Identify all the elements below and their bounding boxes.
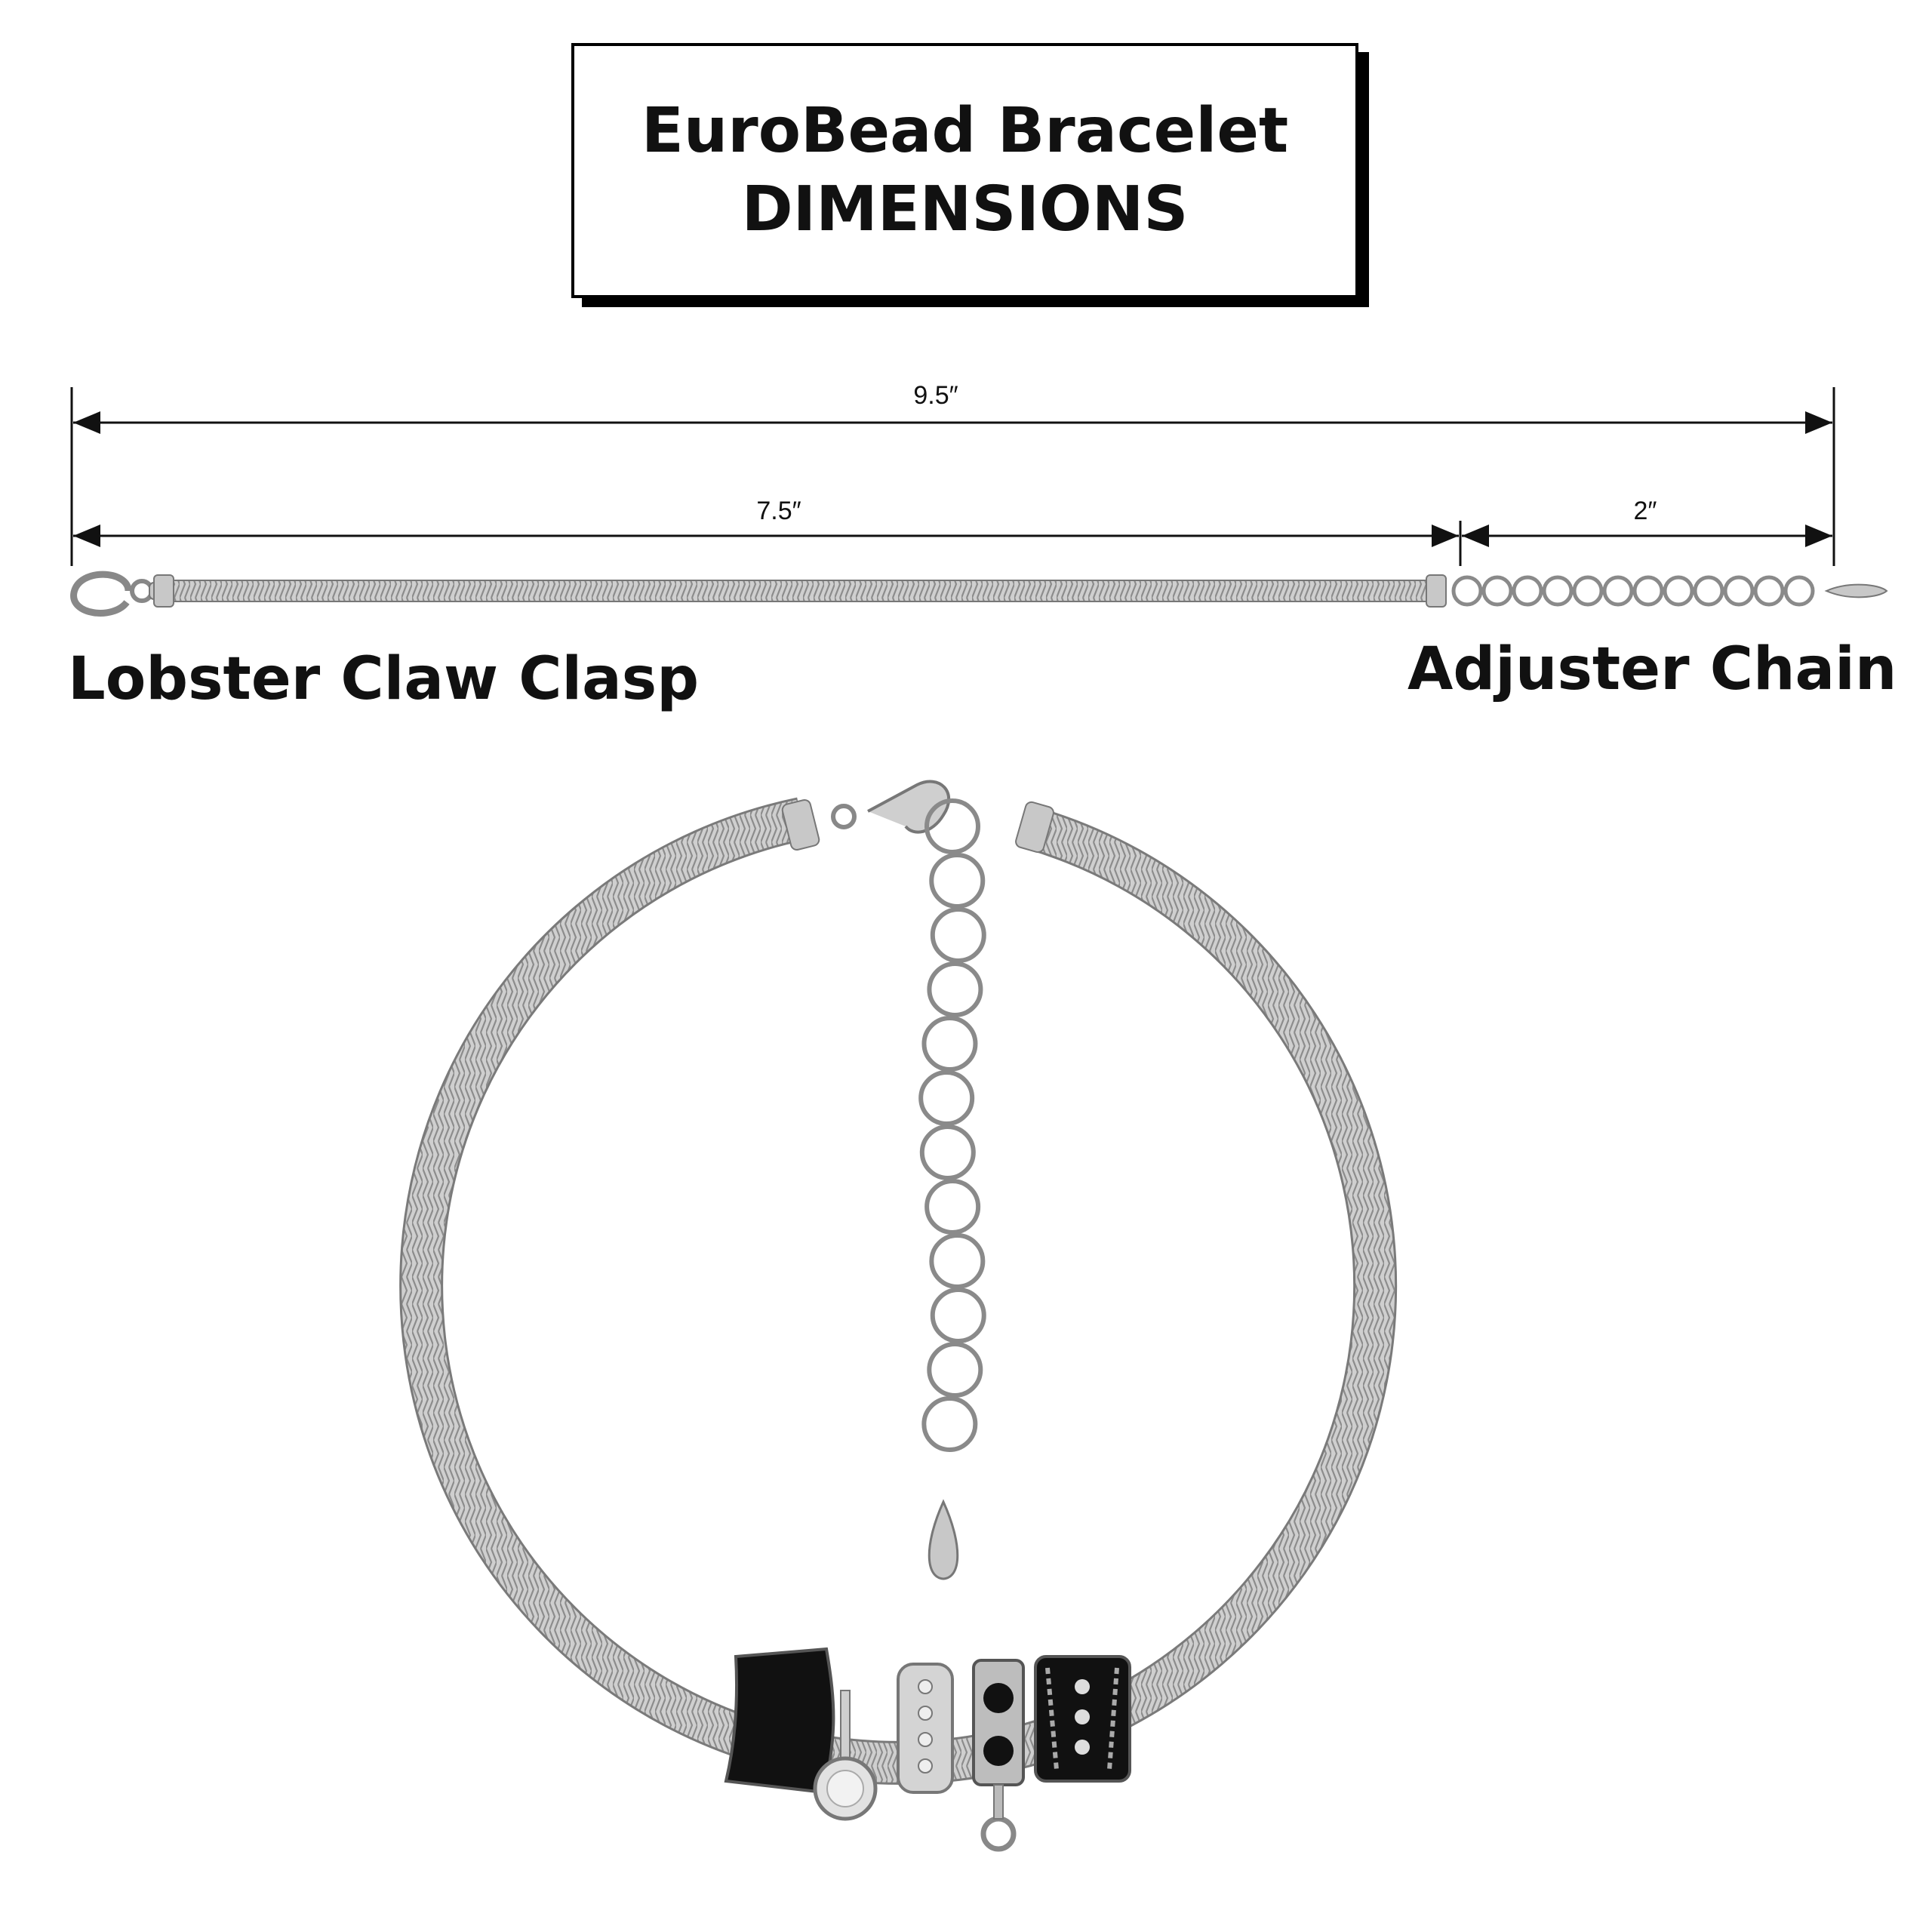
black-barrel-bead-icon [724,1647,835,1795]
end-cap-left [781,799,820,851]
chain-link [921,1016,978,1072]
chain-link [930,907,986,963]
jump-ring [831,804,857,829]
snake-chain-loop [401,799,1395,1783]
drop-tag-icon [1824,583,1888,598]
hanging-adjuster-chain [918,798,986,1452]
snake-chain [173,580,1427,602]
gem-spacer-bead-icon [972,1659,1025,1852]
title-line-1: EuroBead Bracelet [641,95,1289,167]
chain-link [1542,575,1574,607]
end-cap-left [153,574,174,608]
chain-link [918,1070,975,1126]
dimension-body-label: 7.5″ [756,497,801,525]
chain-link [1783,575,1815,607]
chain-link [919,1124,976,1180]
dimension-adjuster-label: 2″ [1633,497,1657,525]
straight-bracelet [70,571,1888,617]
chain-link [927,1342,983,1398]
chain-link [1663,575,1694,607]
chain-link [1451,575,1483,607]
dotted-silver-bead-icon [897,1663,954,1794]
dimension-total-label: 9.5″ [913,381,958,410]
charms [724,1647,1131,1852]
dimension-lines [70,387,1835,566]
end-cap-right [1015,801,1054,854]
chain-link [924,1179,981,1235]
chain-link [921,1396,978,1452]
chain-link [1723,575,1755,607]
adjuster-chain-label: Adjuster Chain [1407,635,1897,703]
chain-link [930,1287,986,1343]
circular-bracelet [399,780,1398,1785]
chain-link [1572,575,1604,607]
chain-link [1602,575,1634,607]
black-studded-bead-icon [1034,1655,1131,1783]
chain-link [1512,575,1543,607]
chain-link [929,1233,986,1289]
chain-link [1632,575,1664,607]
chain-link [929,853,986,909]
straight-adjuster-chain [1451,575,1815,607]
chain-link [1753,575,1785,607]
lobster-claw-clasp-label: Lobster Claw Clasp [68,645,700,713]
chain-link [1481,575,1513,607]
title-line-2: DIMENSIONS [741,174,1189,245]
drop-tag-icon [928,1499,959,1580]
chain-link [924,798,980,854]
chain-link [1693,575,1724,607]
title-box: EuroBead Bracelet DIMENSIONS [571,43,1358,298]
round-crystal-dangle-icon [813,1690,878,1821]
chain-link [927,961,983,1017]
end-cap-right [1426,574,1447,608]
